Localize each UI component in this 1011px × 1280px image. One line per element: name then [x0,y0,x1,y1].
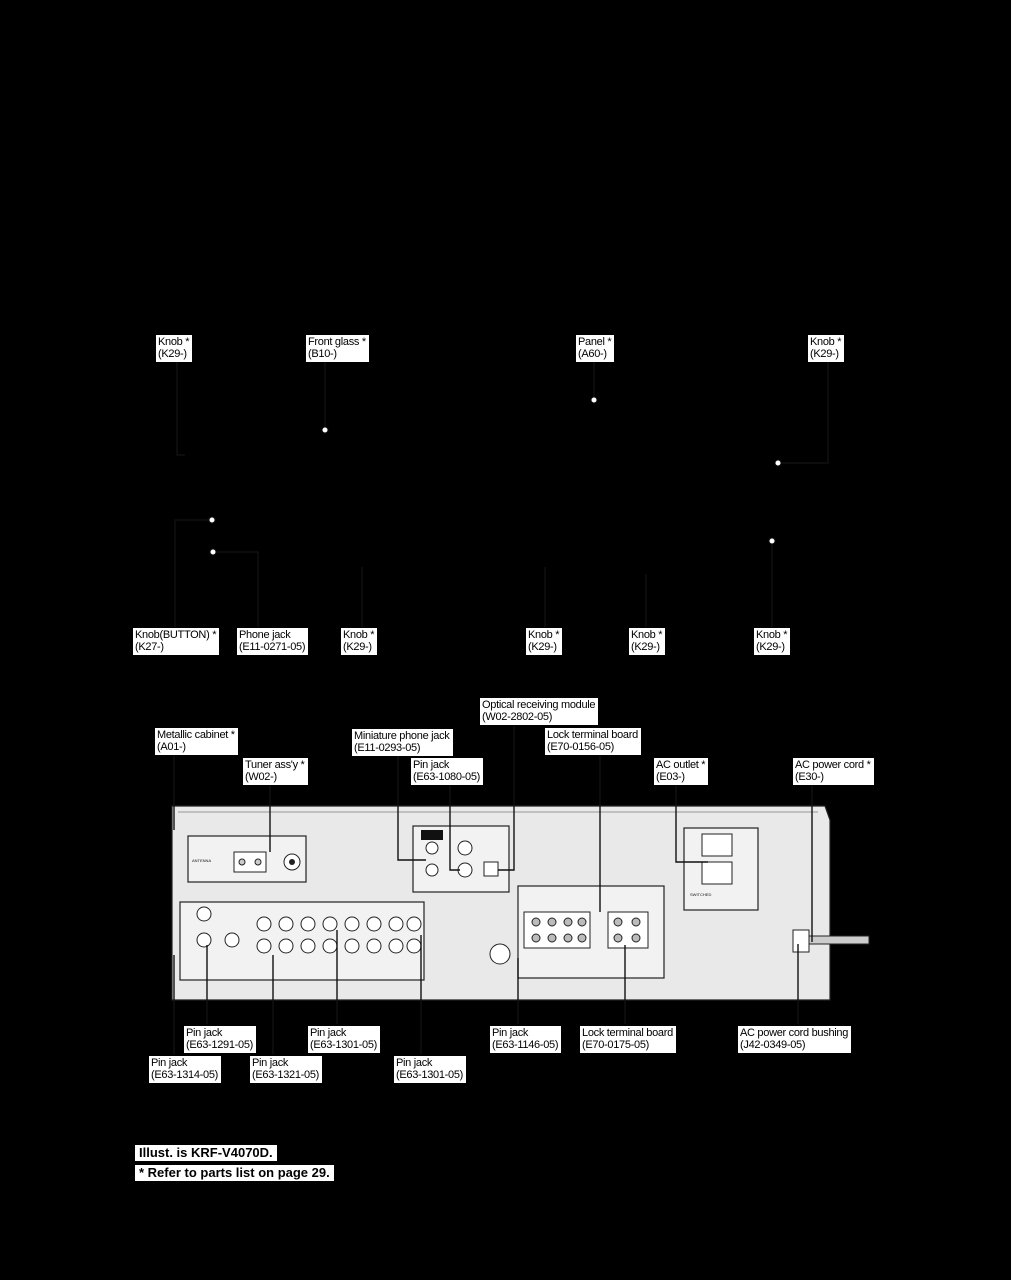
label-knob-middle-1: Knob *(K29-) [341,628,378,655]
label-ac-outlet: AC outlet *(E03-) [654,758,709,785]
label-mini-phone-jack: Miniature phone jack(E11-0293-05) [352,729,453,756]
label-phone-jack: Phone jack(E11-0271-05) [237,628,309,655]
label-ac-power-cord: AC power cord *(E30-) [793,758,874,785]
label-knob-top-right: Knob *(K29-) [808,335,845,362]
label-pin-jack-1291: Pin jack(E63-1291-05) [184,1026,257,1053]
label-metallic-cabinet: Metallic cabinet *(A01-) [155,728,238,755]
label-knob-middle-2: Knob *(K29-) [526,628,563,655]
note-illustration-model: Illust. is KRF-V4070D. [135,1145,277,1161]
label-knob-middle-3: Knob *(K29-) [629,628,666,655]
label-lock-terminal-top: Lock terminal board(E70-0156-05) [545,728,641,755]
label-pin-jack-1146: Pin jack(E63-1146-05) [490,1026,562,1053]
label-pin-jack-1321: Pin jack(E63-1321-05) [250,1056,323,1083]
label-lock-terminal-bottom: Lock terminal board(E70-0175-05) [580,1026,676,1053]
label-knob-top-left: Knob *(K29-) [156,335,193,362]
svg-text:ANTENNA: ANTENNA [192,858,211,863]
label-knob-button: Knob(BUTTON) *(K27-) [133,628,220,655]
label-pin-jack-1301-b: Pin jack(E63-1301-05) [394,1056,467,1083]
label-tuner-assy: Tuner ass'y *(W02-) [243,758,308,785]
label-optical-module: Optical receiving module(W02-2802-05) [480,698,599,725]
subwoofer-jack [489,943,511,965]
label-knob-middle-4: Knob *(K29-) [754,628,791,655]
label-pin-jack-1314: Pin jack(E63-1314-05) [149,1056,222,1083]
note-refer-parts-list: * Refer to parts list on page 29. [135,1165,334,1181]
svg-text:SWITCHED: SWITCHED [690,892,711,897]
leader-lines-rear [173,726,813,1054]
label-front-glass: Front glass *(B10-) [306,335,369,362]
rear-panel: ANTENNA SWITCHED [171,805,870,1001]
label-panel: Panel *(A60-) [576,335,615,362]
label-pin-jack-1080: Pin jack(E63-1080-05) [411,758,484,785]
audio-video-jacks [179,901,425,981]
label-pin-jack-1301-a: Pin jack(E63-1301-05) [308,1026,381,1053]
label-ac-cord-bushing: AC power cord bushing(J42-0349-05) [738,1026,852,1053]
leader-lines-middle [174,516,776,627]
leader-lines-top [176,362,829,467]
